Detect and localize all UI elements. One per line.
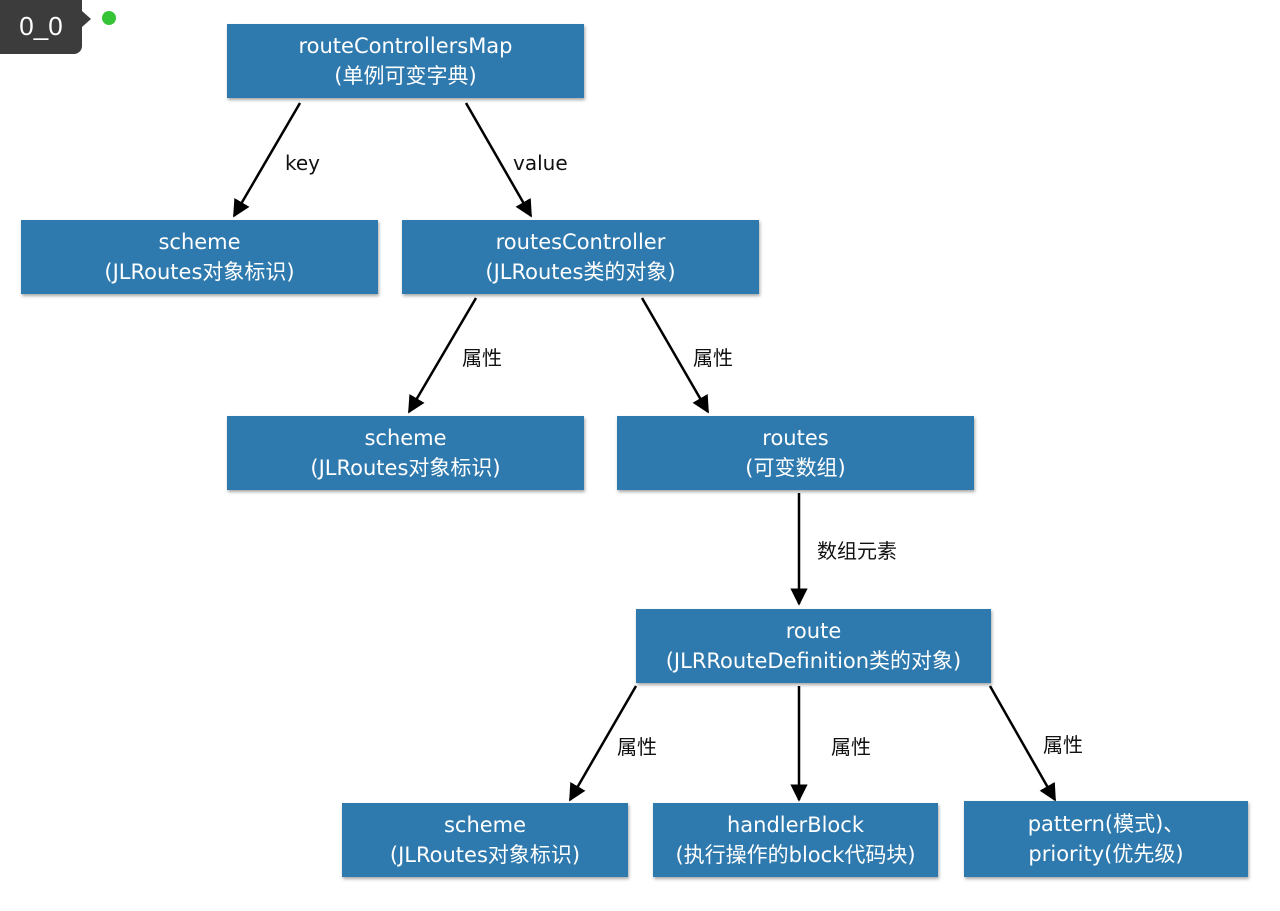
node-route-controllers-map: routeControllersMap (单例可变字典) [227, 24, 584, 98]
node-title: routesController [495, 230, 666, 254]
edge-label-value: value [513, 151, 568, 175]
edge-controller-to-scheme [407, 297, 478, 414]
node-subtitle: (单例可变字典) [334, 64, 477, 88]
node-subtitle: (JLRoutes对象标识) [104, 260, 295, 284]
node-subtitle: (JLRoutes对象标识) [310, 456, 501, 480]
edge-controller-to-routes [640, 297, 710, 414]
edge-root-to-routes-controller [464, 102, 533, 218]
node-pattern-priority: pattern(模式)、 priority(优先级) [964, 801, 1248, 877]
edge-label-attr-handler: 属性 [831, 735, 871, 759]
node-subtitle: priority(优先级) [1028, 842, 1184, 866]
node-scheme-leaf: scheme (JLRoutes对象标识) [342, 803, 628, 877]
node-subtitle: (可变数组) [745, 456, 846, 480]
status-badge: 0_0 [0, 0, 82, 54]
node-title: routes [762, 426, 829, 450]
edge-route-to-pattern [988, 685, 1057, 802]
node-scheme-attribute: scheme (JLRoutes对象标识) [227, 416, 584, 490]
edge-root-to-scheme [232, 102, 302, 218]
badge-label: 0_0 [19, 11, 63, 41]
node-routes: routes (可变数组) [617, 416, 974, 490]
edge-label-attr-routes: 属性 [693, 346, 733, 370]
edge-label-attr-scheme-leaf: 属性 [617, 735, 657, 759]
node-handler-block: handlerBlock (执行操作的block代码块) [653, 803, 938, 877]
node-title: pattern(模式)、 [1027, 812, 1185, 836]
node-routes-controller: routesController (JLRoutes类的对象) [402, 220, 759, 294]
edge-route-to-scheme [568, 685, 638, 802]
node-title: handlerBlock [726, 813, 864, 837]
node-scheme-key: scheme (JLRoutes对象标识) [21, 220, 378, 294]
edge-label-key: key [285, 151, 321, 175]
node-title: route [785, 619, 842, 643]
node-title: scheme [364, 426, 447, 450]
edge-label-array-element: 数组元素 [817, 539, 897, 563]
edge-label-attr-pattern: 属性 [1043, 733, 1083, 757]
node-subtitle: (JLRoutes类的对象) [485, 260, 676, 284]
node-subtitle: (执行操作的block代码块) [675, 843, 916, 867]
node-title: routeControllersMap [298, 34, 513, 58]
status-dot-icon [102, 11, 116, 25]
node-route: route (JLRRouteDefinition类的对象) [636, 609, 991, 683]
badge-pointer [82, 11, 91, 27]
node-subtitle: (JLRoutes对象标识) [389, 843, 581, 867]
node-title: scheme [443, 813, 527, 837]
node-subtitle: (JLRRouteDefinition类的对象) [665, 649, 962, 673]
edge-label-attr-scheme: 属性 [462, 346, 502, 370]
node-title: scheme [158, 230, 241, 254]
